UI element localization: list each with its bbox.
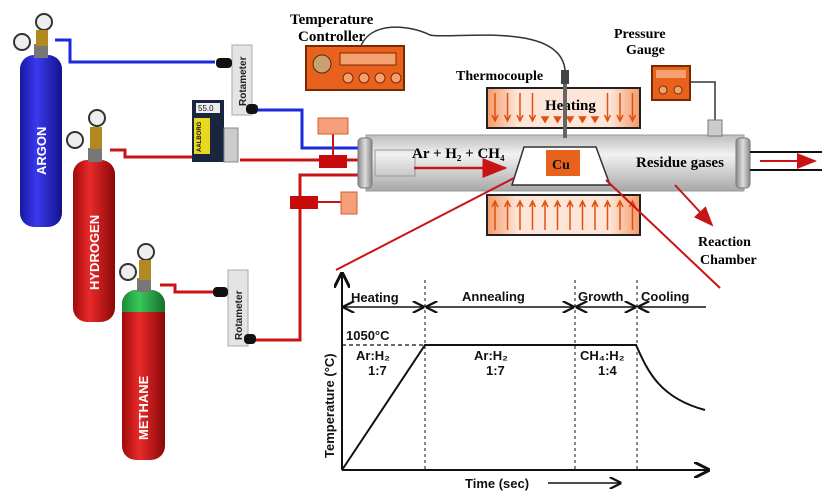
cu-substrate — [546, 150, 580, 176]
methane-cylinder: METHANE — [119, 243, 165, 460]
regulator-gauge-icon — [66, 131, 84, 149]
heating-label: Heating — [545, 98, 596, 114]
temperature-profile-graph — [342, 274, 708, 483]
phase-annealing: Annealing — [462, 289, 525, 304]
mfc-display: 55.0 — [198, 104, 214, 113]
gas-ratio-growth: CH₄:H₂ — [580, 348, 625, 363]
x-axis-label: Time (sec) — [465, 476, 529, 491]
rotameter-methane: Rotameter — [213, 269, 256, 347]
gas-ratio-annealing: Ar:H₂ — [474, 348, 508, 363]
ratio-annealing: 1:7 — [486, 363, 505, 378]
heat-arrow-down — [628, 93, 637, 123]
heat-arrow-up — [591, 199, 599, 230]
heat-arrow-up — [553, 199, 562, 230]
heat-arrow-down — [616, 93, 624, 123]
heat-arrow-down — [516, 93, 524, 123]
cylinder-label-hydrogen: HYDROGEN — [87, 215, 102, 290]
reaction-chamber-label: Chamber — [700, 253, 757, 268]
ratio-growth: 1:4 — [598, 363, 618, 378]
inlet-pipe — [374, 149, 416, 177]
phase-cooling: Cooling — [641, 289, 689, 304]
valve-actuator-1 — [317, 117, 349, 135]
reaction-chamber-label: Reaction — [698, 235, 751, 250]
heat-arrow-down — [578, 116, 587, 124]
residue-gases-label: Residue gases — [636, 155, 724, 171]
thermocouple-label: Thermocouple — [456, 69, 543, 84]
cylinder-label-methane: METHANE — [136, 375, 151, 440]
pressure-gauge-label: Gauge — [626, 43, 665, 58]
temperature-controller-label: Temperature — [290, 12, 374, 28]
ratio-heating: 1:7 — [368, 363, 387, 378]
heat-arrow-up — [628, 199, 637, 230]
regulator-gauge-icon — [88, 109, 106, 127]
temperature-curve — [341, 344, 706, 471]
heat-arrow-up — [503, 199, 512, 230]
pressure-gauge-label: Pressure — [614, 27, 666, 42]
heat-arrow-down — [565, 116, 575, 124]
methane-line-out — [250, 173, 362, 342]
heat-arrow-up — [491, 199, 499, 230]
heat-arrow-up — [516, 199, 524, 230]
temperature-value: 1050°C — [346, 328, 390, 343]
heat-arrow-down — [491, 93, 499, 123]
argon-line — [55, 38, 215, 64]
heat-arrow-up — [541, 199, 549, 230]
regulator-gauge-icon — [35, 13, 53, 31]
flange-right — [735, 137, 751, 189]
regulator-gauge-icon — [137, 243, 155, 261]
exhaust-pipe — [750, 151, 822, 171]
heat-arrow-down — [603, 93, 612, 123]
cylinder-label-argon: ARGON — [34, 127, 49, 175]
heat-arrow-down — [540, 116, 550, 124]
heat-arrow-up — [616, 199, 624, 230]
flange-left — [357, 137, 373, 189]
heat-arrow-down — [503, 93, 512, 123]
gas-lines — [55, 38, 362, 342]
reaction-chamber-pointer — [674, 184, 714, 227]
gas-ratio-heating: Ar:H₂ — [356, 348, 390, 363]
rotameter-label: Rotameter — [234, 290, 245, 340]
hydrogen-line — [110, 148, 192, 159]
valve-1[interactable] — [319, 155, 347, 168]
cu-label: Cu — [552, 158, 570, 173]
heat-arrow-down — [528, 93, 537, 123]
regulator-gauge-icon — [119, 263, 137, 281]
heat-arrow-up — [578, 199, 587, 230]
mass-flow-controller: 55.0 AALBORG — [192, 100, 239, 163]
heat-arrow-down — [590, 116, 600, 124]
methane-line — [160, 283, 215, 294]
heat-arrow-up — [603, 199, 612, 230]
valve-2[interactable] — [290, 196, 318, 209]
temperature-controller — [305, 26, 566, 91]
phase-growth: Growth — [578, 289, 624, 304]
heat-arrow-up — [528, 199, 537, 230]
y-axis-label: Temperature (°C) — [322, 353, 337, 458]
bottom-heater — [486, 194, 641, 236]
rotameter-argon: Rotameter — [216, 44, 258, 116]
rotameter-label: Rotameter — [238, 56, 249, 106]
regulator-gauge-icon — [13, 33, 31, 51]
mfc-brand: AALBORG — [197, 121, 203, 152]
temperature-controller-label: Controller — [298, 29, 366, 45]
valve-actuator-2 — [340, 191, 358, 215]
heat-arrow-down — [553, 116, 562, 124]
heat-arrow-up — [566, 199, 574, 230]
gas-mix-label: Ar + H₂ + CH₄ — [412, 146, 505, 162]
phase-heating: Heating — [351, 290, 399, 305]
argon-cylinder: ARGON — [13, 13, 62, 227]
hydrogen-cylinder: HYDROGEN — [66, 109, 115, 322]
